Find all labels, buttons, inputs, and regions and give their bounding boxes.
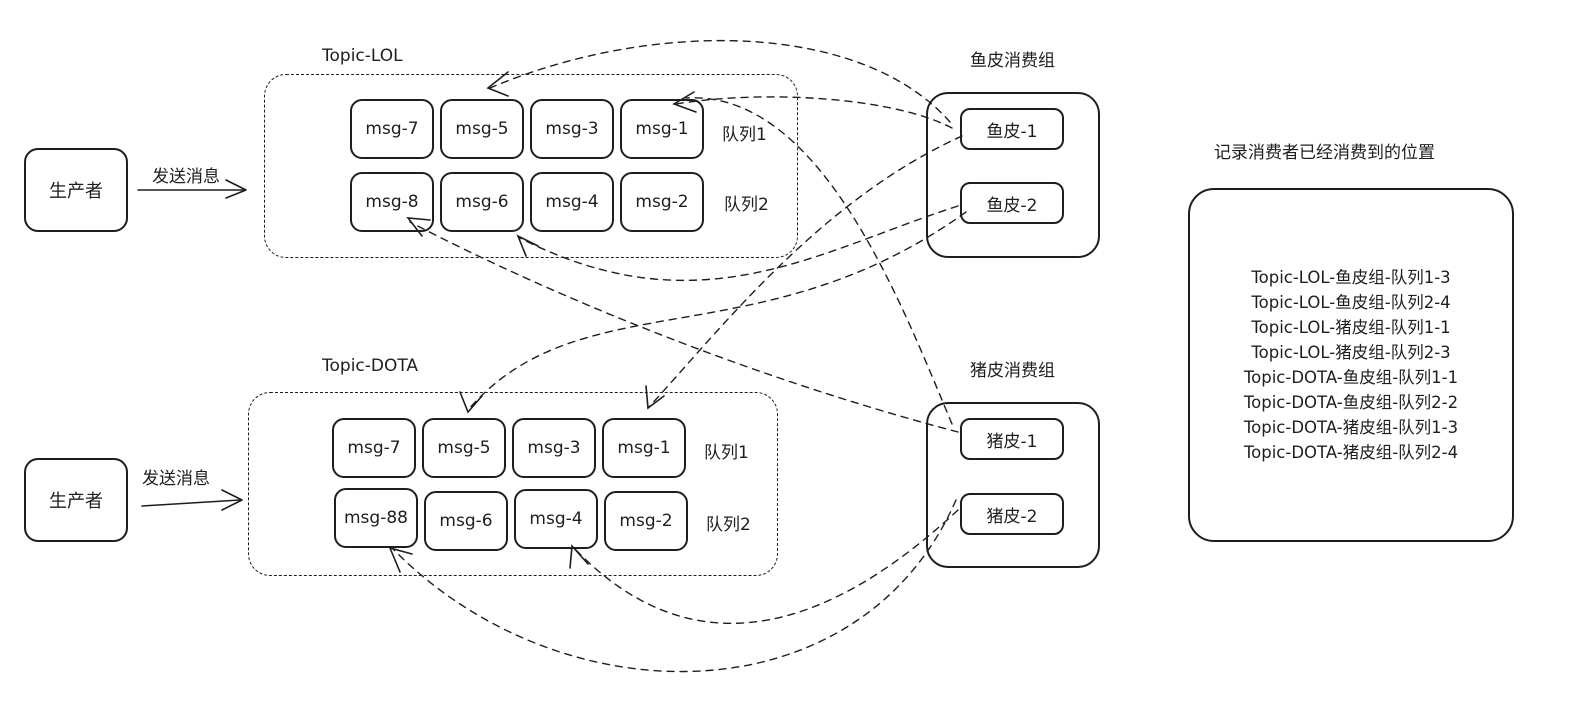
message-label: msg-3 [545,119,599,139]
producer-label: 生产者 [49,181,103,202]
offset-record-line: Topic-LOL-猪皮组-队列2-3 [1251,343,1451,362]
offset-record-box: Topic-LOL-鱼皮组-队列1-3 Topic-LOL-鱼皮组-队列2-4 … [1188,188,1514,542]
message-label: msg-6 [439,511,493,531]
queue-label: 队列2 [706,515,751,535]
message-box: msg-1 [602,418,686,478]
topic-title: Topic-DOTA [322,356,419,376]
message-box: msg-7 [332,418,416,478]
message-label: msg-5 [455,119,509,139]
message-box: msg-5 [440,99,524,159]
topic-container [248,392,778,576]
offset-record-line: Topic-DOTA-猪皮组-队列1-3 [1243,418,1459,437]
message-label: msg-7 [365,119,419,139]
send-arrowhead [225,179,247,199]
offset-record-line: Topic-LOL-猪皮组-队列1-1 [1251,318,1451,337]
message-box: msg-2 [604,491,688,551]
consumer-group-title: 鱼皮消费组 [970,51,1055,71]
consumer-label: 猪皮-2 [986,506,1038,527]
consumer-box: 鱼皮-1 [960,108,1064,150]
offset-record-line: Topic-DOTA-鱼皮组-队列1-1 [1243,368,1459,387]
topic-container [264,74,798,258]
message-box: msg-3 [530,99,614,159]
message-box: msg-4 [530,172,614,232]
message-label: msg-5 [437,438,491,458]
message-label: msg-2 [619,511,673,531]
message-box: msg-8 [350,172,434,232]
message-box: msg-7 [350,99,434,159]
queue-label: 队列2 [724,195,769,215]
offset-record-line: Topic-DOTA-鱼皮组-队列2-2 [1243,393,1459,412]
queue-label: 队列1 [704,443,749,463]
message-label: msg-6 [455,192,509,212]
message-label: msg-8 [365,192,419,212]
send-arrow [141,499,241,507]
producer-lol: 生产者 [24,148,128,232]
message-box: msg-1 [620,99,704,159]
send-message-label: 发送消息 [142,469,210,489]
message-label: msg-3 [527,438,581,458]
producer-label: 生产者 [49,491,103,512]
offset-record-line: Topic-DOTA-猪皮组-队列2-4 [1243,443,1459,462]
send-message-label: 发送消息 [152,167,220,187]
consumer-group-box [926,402,1100,568]
message-box: msg-3 [512,418,596,478]
message-label: msg-1 [635,119,689,139]
message-box: msg-4 [514,489,598,549]
offset-record-line: Topic-LOL-鱼皮组-队列1-3 [1251,268,1451,287]
message-label: msg-7 [347,438,401,458]
message-box: msg-5 [422,418,506,478]
consumer-box: 猪皮-2 [960,493,1064,535]
message-box: msg-2 [620,172,704,232]
consumer-label: 猪皮-1 [986,431,1038,452]
consumer-label: 鱼皮-2 [986,195,1038,216]
message-box: msg-88 [334,488,418,548]
send-arrowhead [221,489,243,511]
producer-dota: 生产者 [24,458,128,542]
message-box: msg-6 [440,172,524,232]
message-label: msg-4 [529,509,583,529]
consumer-group-title: 猪皮消费组 [970,361,1055,381]
message-label: msg-88 [344,508,408,528]
consumer-box: 鱼皮-2 [960,182,1064,224]
consumer-label: 鱼皮-1 [986,121,1038,142]
message-label: msg-1 [617,438,671,458]
consumer-box: 猪皮-1 [960,418,1064,460]
message-label: msg-2 [635,192,689,212]
message-box: msg-6 [424,491,508,551]
offset-record-line: Topic-LOL-鱼皮组-队列2-4 [1251,293,1451,312]
message-label: msg-4 [545,192,599,212]
queue-label: 队列1 [722,125,767,145]
topic-title: Topic-LOL [322,46,403,66]
offset-record-title: 记录消费者已经消费到的位置 [1214,143,1435,163]
